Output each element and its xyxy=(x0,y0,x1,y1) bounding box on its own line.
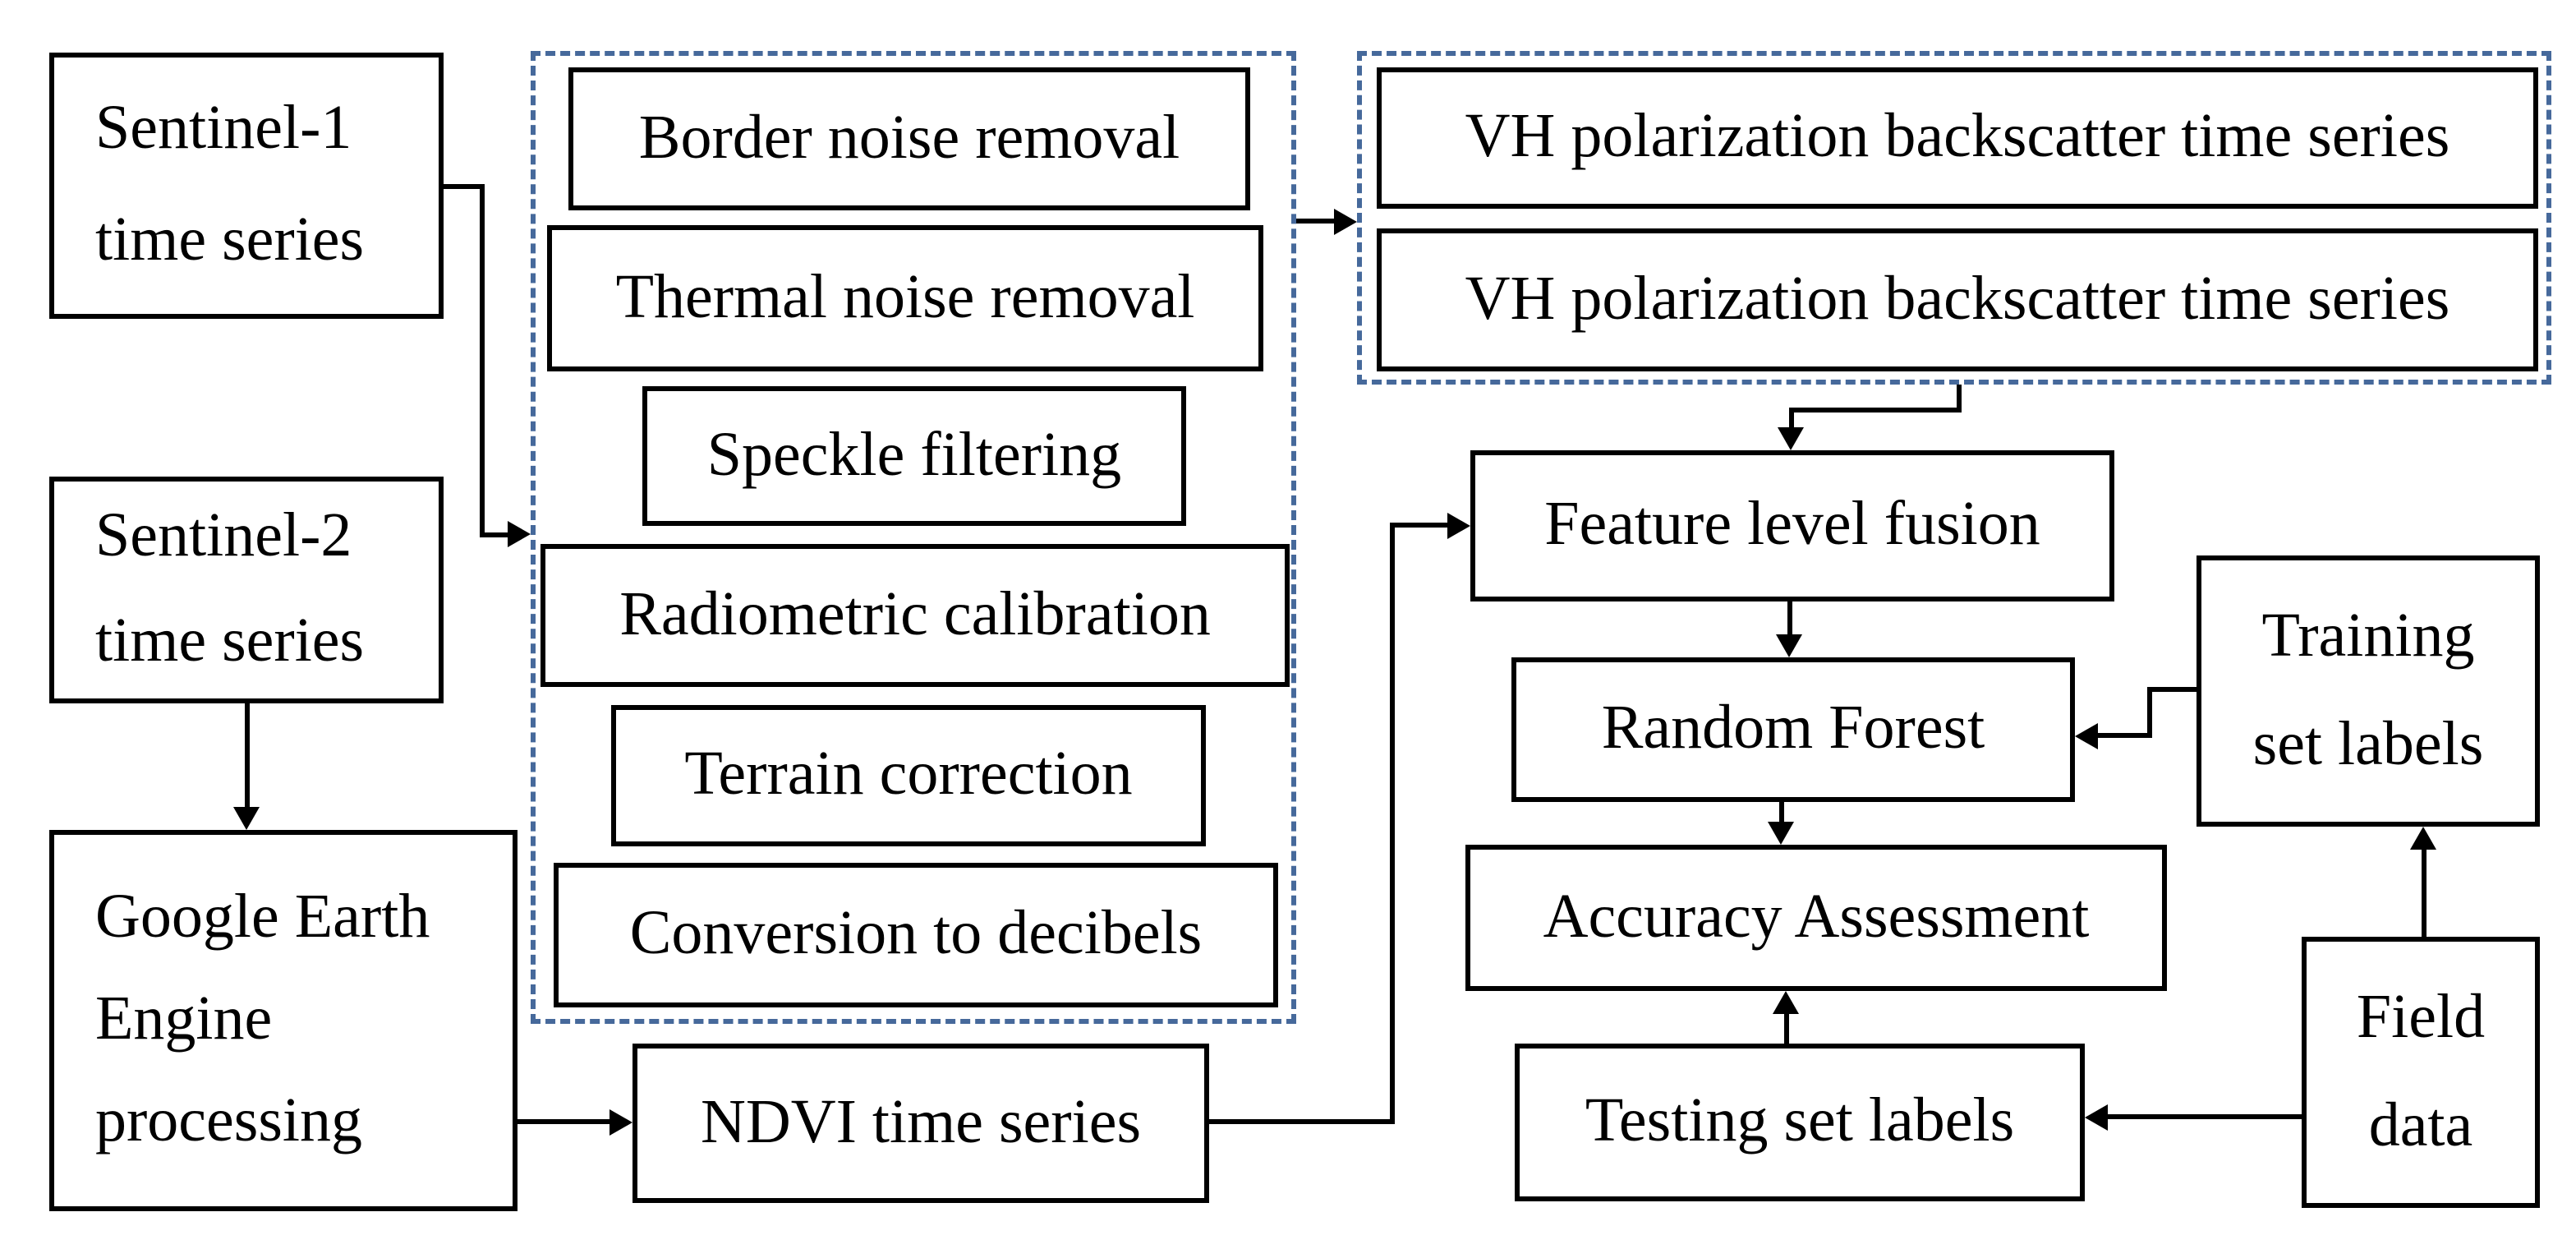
node-ndvi-time-series: NDVI time series xyxy=(632,1044,1209,1203)
connector-ndvi-to-fusion xyxy=(1390,523,1449,528)
node-feature-level-fusion: Feature level fusion xyxy=(1470,450,2114,601)
node-thermal-noise-removal: Thermal noise removal xyxy=(547,225,1263,371)
node-label: Radiometric calibration xyxy=(619,579,1211,649)
node-label: VH polarization backscatter time series xyxy=(1465,264,2450,334)
connector-training-to-random-forest xyxy=(2098,733,2150,738)
node-training-set-labels: Training set labels xyxy=(2196,555,2540,827)
node-label: NDVI time series xyxy=(700,1087,1142,1157)
node-label: Border noise removal xyxy=(638,103,1180,173)
connector-random-forest-to-accuracy xyxy=(1779,802,1784,825)
connector-preprocessing-to-backscatter xyxy=(1296,219,1336,224)
node-label-line: Sentinel-1 xyxy=(95,94,352,164)
node-sentinel1-time-series: Sentinel-1 time series xyxy=(49,53,444,319)
node-label: Random Forest xyxy=(1601,694,1985,763)
node-label-line: Engine xyxy=(95,984,273,1054)
connector-ndvi-to-fusion xyxy=(1209,1119,1395,1124)
connector-testing-to-accuracy xyxy=(1784,1011,1789,1044)
node-label: Thermal noise removal xyxy=(615,262,1195,332)
group-backscatter-outputs xyxy=(1357,51,2551,385)
connector-backscatter-to-fusion xyxy=(1789,408,1794,434)
arrowhead-into-preprocessing xyxy=(508,521,531,547)
node-vh-backscatter-time-series-2: VH polarization backscatter time series xyxy=(1377,228,2538,371)
connector-sentinel1-to-preprocessing xyxy=(480,532,509,537)
node-label-line: data xyxy=(2368,1090,2473,1159)
connector-training-to-random-forest xyxy=(2147,687,2152,738)
arrowhead-into-fusion-top xyxy=(1778,427,1804,450)
connector-field-to-training xyxy=(2422,846,2426,937)
node-label-line: set labels xyxy=(2252,709,2484,778)
arrowhead-into-random-forest-top xyxy=(1776,634,1802,657)
node-google-earth-engine-processing: Google Earth Engine processing xyxy=(49,830,518,1211)
node-radiometric-calibration: Radiometric calibration xyxy=(540,544,1290,687)
node-label-line: Google Earth xyxy=(95,883,430,952)
node-label: Conversion to decibels xyxy=(629,899,1203,969)
node-field-data: Field data xyxy=(2302,937,2540,1208)
node-label: Speckle filtering xyxy=(706,420,1122,490)
node-label: Feature level fusion xyxy=(1544,490,2040,560)
connector-training-to-random-forest xyxy=(2150,687,2196,692)
node-label-line: time series xyxy=(95,205,365,274)
node-conversion-to-decibels: Conversion to decibels xyxy=(554,863,1278,1007)
connector-backscatter-to-fusion xyxy=(1957,385,1962,412)
connector-sentinel1-to-preprocessing xyxy=(480,184,485,537)
arrowhead-into-accuracy-bottom xyxy=(1773,991,1799,1014)
node-label: Testing set labels xyxy=(1585,1086,2015,1156)
arrowhead-into-training-bottom xyxy=(2410,827,2436,850)
arrowhead-into-accuracy-top xyxy=(1768,822,1794,845)
connector-ndvi-to-fusion xyxy=(1390,523,1395,1124)
connector-fusion-to-random-forest xyxy=(1787,601,1792,641)
node-label-line: Sentinel-2 xyxy=(95,501,352,571)
node-label-line: processing xyxy=(95,1085,363,1155)
node-label-line: Training xyxy=(2261,601,2475,671)
node-label-line: Field xyxy=(2356,982,2486,1052)
node-terrain-correction: Terrain correction xyxy=(611,705,1206,846)
node-random-forest: Random Forest xyxy=(1511,657,2075,802)
node-label: Terrain correction xyxy=(684,740,1133,809)
node-accuracy-assessment: Accuracy Assessment xyxy=(1465,845,2167,991)
node-sentinel2-time-series: Sentinel-2 time series xyxy=(49,477,444,703)
connector-backscatter-to-fusion xyxy=(1789,408,1962,412)
node-testing-set-labels: Testing set labels xyxy=(1515,1044,2085,1201)
node-label: VH polarization backscatter time series xyxy=(1465,102,2450,172)
connector-field-to-testing xyxy=(2106,1114,2302,1119)
connector-sentinel1-to-preprocessing xyxy=(444,184,485,189)
node-vh-backscatter-time-series-1: VH polarization backscatter time series xyxy=(1377,67,2538,209)
connector-sentinel2-to-gee xyxy=(245,703,250,810)
arrowhead-into-gee-top xyxy=(233,807,260,830)
arrowhead-into-testing-right xyxy=(2085,1104,2108,1131)
arrowhead-into-random-forest-right xyxy=(2075,723,2098,749)
node-border-noise-removal: Border noise removal xyxy=(568,67,1250,210)
arrowhead-into-ndvi-left xyxy=(610,1109,632,1136)
group-sar-preprocessing xyxy=(531,51,1296,1024)
node-speckle-filtering: Speckle filtering xyxy=(642,386,1186,526)
arrowhead-into-backscatter xyxy=(1334,209,1357,235)
node-label: Accuracy Assessment xyxy=(1543,882,2090,952)
arrowhead-into-fusion-left xyxy=(1447,513,1470,539)
node-label-line: time series xyxy=(95,606,365,675)
connector-gee-to-ndvi xyxy=(518,1119,613,1124)
